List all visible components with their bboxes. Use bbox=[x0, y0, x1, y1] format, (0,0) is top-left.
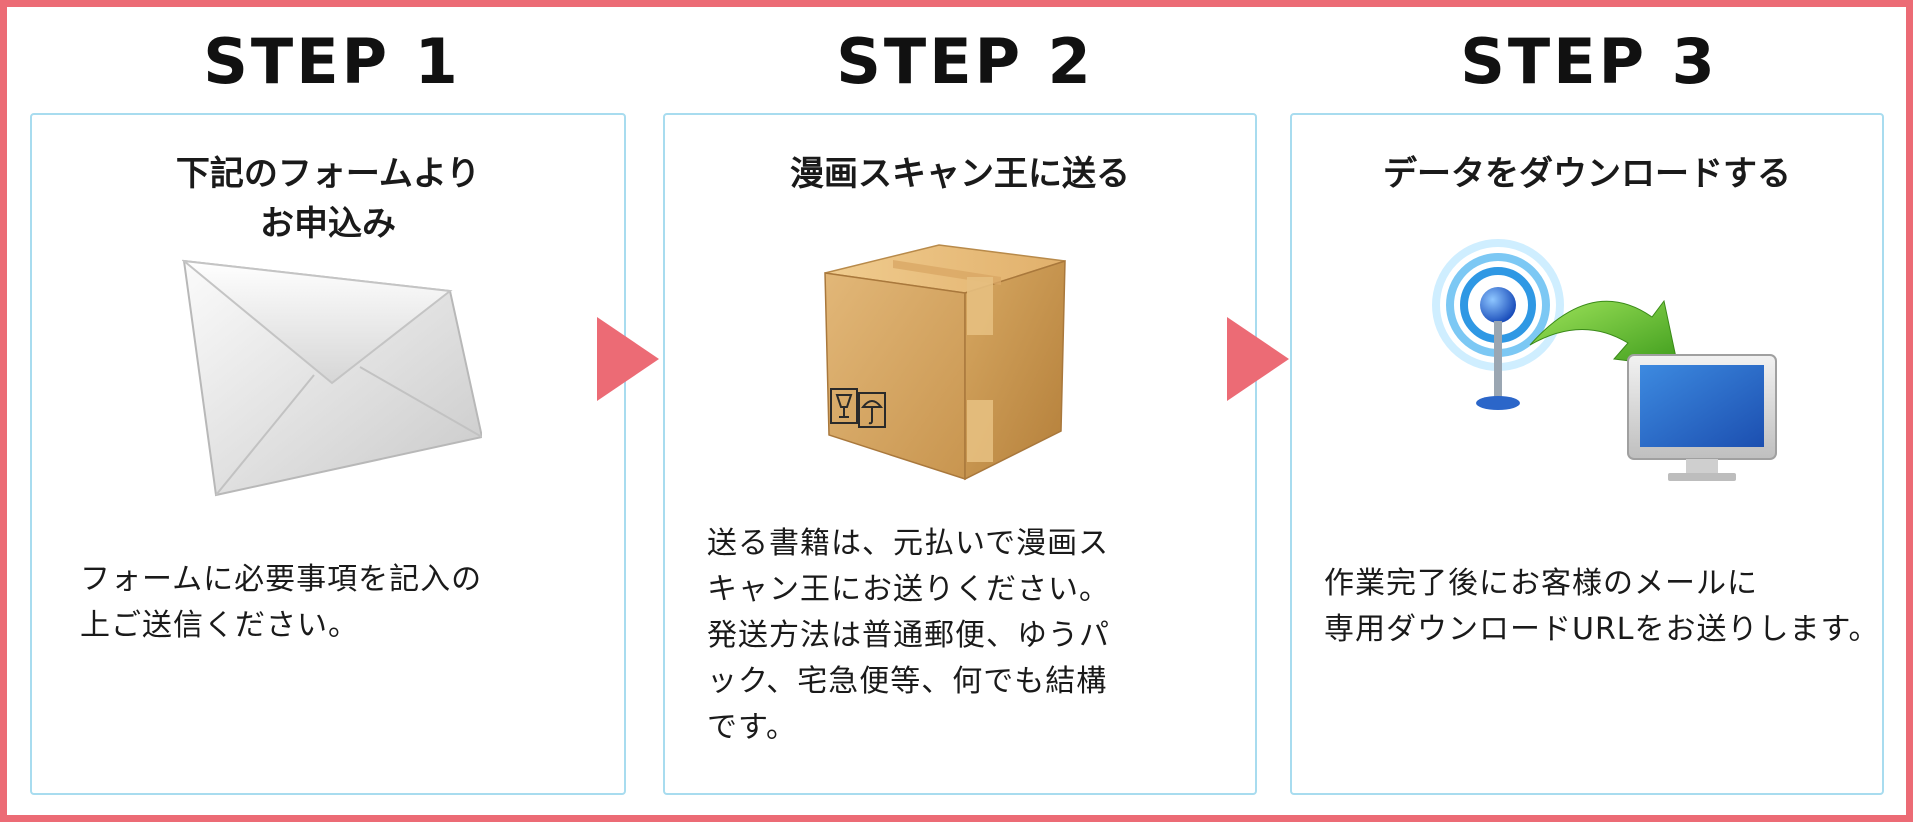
step-3-body-line-2: 専用ダウンロードURLをお送りします。 bbox=[1324, 612, 1880, 647]
step-2-heading: 漫画スキャン王に送る bbox=[665, 149, 1255, 199]
step-3-card: データをダウンロードする bbox=[1290, 113, 1884, 795]
step-1-heading: 下記のフォームより お申込み bbox=[32, 149, 624, 249]
step-2-body-line-1: 送る書籍は、元払いで漫画ス bbox=[707, 526, 1110, 561]
cardboard-box-icon bbox=[824, 244, 1066, 481]
step-1-body-line-2: 上ご送信ください。 bbox=[80, 608, 359, 643]
step-1-title: STEP 1 bbox=[203, 25, 461, 98]
step-2-body-line-5: です。 bbox=[707, 710, 797, 745]
step-arrow-2 bbox=[1227, 317, 1289, 401]
step-2-title: STEP 2 bbox=[836, 25, 1094, 98]
step-1-body: フォームに必要事項を記入の 上ご送信ください。 bbox=[80, 557, 600, 649]
step-1-heading-line-1: 下記のフォームより bbox=[175, 154, 481, 194]
step-3-title: STEP 3 bbox=[1460, 25, 1718, 98]
step-3-heading-line-1: データをダウンロードする bbox=[1383, 154, 1791, 194]
step-arrow-1 bbox=[597, 317, 659, 401]
step-2-card: 漫画スキャン王に送る bbox=[663, 113, 1257, 795]
step-3-body: 作業完了後にお客様のメールに 専用ダウンロードURLをお送りします。 bbox=[1324, 561, 1884, 653]
step-1-body-line-1: フォームに必要事項を記入の bbox=[80, 562, 483, 597]
download-to-monitor-icon bbox=[1432, 239, 1777, 481]
step-2-body-line-2: キャン王にお送りください。 bbox=[707, 572, 1110, 607]
envelope-icon bbox=[182, 259, 482, 497]
step-3-body-line-1: 作業完了後にお客様のメールに bbox=[1324, 566, 1758, 601]
step-2-body-line-3: 発送方法は普通郵便、ゆうパ bbox=[707, 618, 1110, 653]
step-3-heading: データをダウンロードする bbox=[1292, 149, 1882, 199]
step-2-heading-line-1: 漫画スキャン王に送る bbox=[790, 154, 1130, 194]
step-2-body: 送る書籍は、元払いで漫画ス キャン王にお送りください。 発送方法は普通郵便、ゆう… bbox=[707, 521, 1227, 751]
step-1-card: 下記のフォームより お申込み フォームに必要事項を記入の 上ご送信ください。 bbox=[30, 113, 626, 795]
step-2-body-line-4: ック、宅急便等、何でも結構 bbox=[707, 664, 1108, 699]
step-1-heading-line-2: お申込み bbox=[260, 204, 396, 244]
